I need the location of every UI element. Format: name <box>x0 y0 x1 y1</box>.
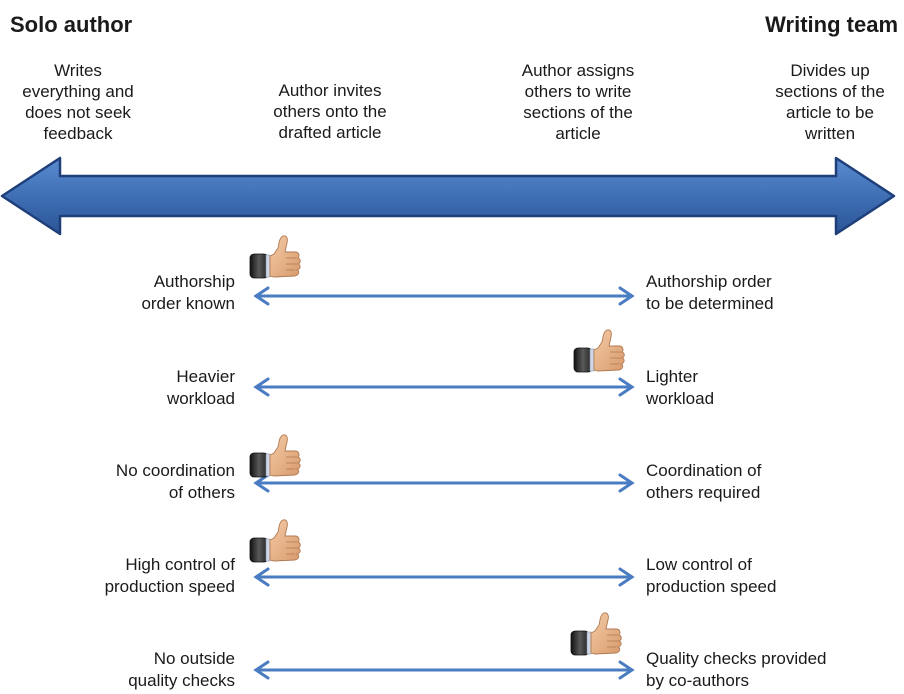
row-4-right-label: Low control of production speed <box>646 555 777 596</box>
solo-author-title: Solo author <box>10 12 133 37</box>
writing-team-title: Writing team <box>765 12 898 37</box>
row-2-right-label: Lighter workload <box>646 367 715 408</box>
thumbs-up-icon <box>249 519 301 563</box>
row-1-arrow <box>253 286 635 306</box>
stage-label-invites: Author invites others onto the drafted a… <box>273 81 387 142</box>
row-4-left-label: High control of production speed <box>104 555 235 596</box>
row-5-arrow <box>253 660 635 680</box>
row-1-right-label: Authorship order to be determined <box>646 272 774 313</box>
row-5-left-label: No outside quality checks <box>128 649 235 690</box>
row-3-arrow <box>253 473 635 493</box>
row-5-right-label: Quality checks provided by co-authors <box>646 649 827 690</box>
row-2-left-label: Heavier workload <box>166 367 235 408</box>
main-double-arrow <box>0 156 896 236</box>
thumbs-up-icon <box>249 434 301 478</box>
stage-label-assigns: Author assigns others to write sections … <box>521 61 635 143</box>
row-4-arrow <box>253 567 635 587</box>
row-3-left-label: No coordination of others <box>115 461 235 502</box>
stage-label-divides: Divides up sections of the article to be… <box>775 61 885 143</box>
row-1-left-label: Authorship order known <box>141 272 235 313</box>
stage-label-solo: Writes everything and does not seek feed… <box>22 61 134 143</box>
row-2-arrow <box>253 377 635 397</box>
row-3-right-label: Coordination of others required <box>646 461 762 502</box>
thumbs-up-icon <box>573 329 625 373</box>
thumbs-up-icon <box>249 235 301 279</box>
thumbs-up-icon <box>570 612 622 656</box>
